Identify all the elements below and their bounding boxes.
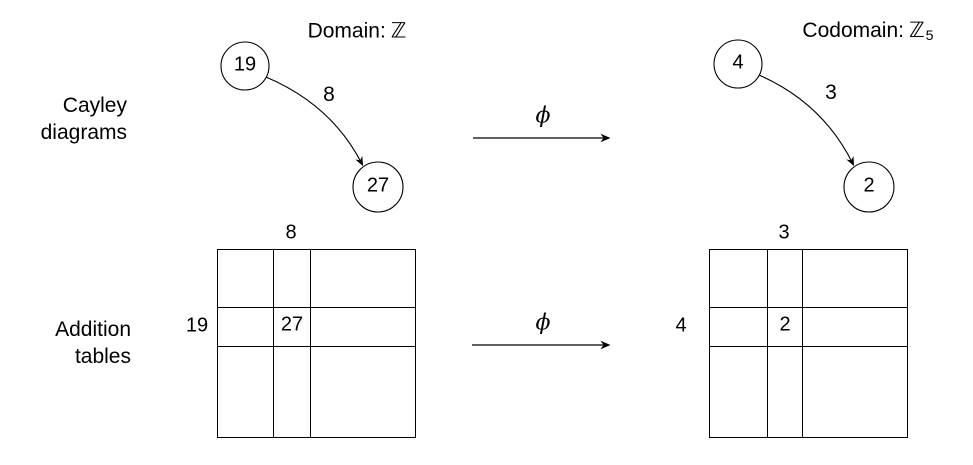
codomain-node-circle-4: [713, 39, 763, 89]
codomain-edge-label: 3: [825, 81, 837, 104]
domain-title-text: Domain:: [307, 19, 386, 43]
codomain-addition-table: [709, 249, 908, 438]
addition-tables-row-label: Addition tables: [55, 316, 131, 370]
codomain-node-label-4: 4: [732, 51, 744, 74]
domain-set-symbol: ℤ: [390, 18, 407, 43]
codomain-node-circle-2: [843, 161, 895, 213]
codomain-title-text: Codomain:: [802, 18, 904, 42]
codomain-table-vline-2: [802, 250, 804, 437]
domain-table-vline-2: [310, 250, 312, 437]
domain-table-hline-1: [218, 307, 415, 309]
domain-node-label-19: 19: [233, 53, 257, 76]
domain-table-row-header: 19: [185, 314, 209, 337]
codomain-table-row-header: 4: [675, 314, 687, 337]
domain-table-hline-2: [218, 346, 415, 348]
domain-node-circle-27: [352, 161, 404, 213]
codomain-edge-arrow: [758, 74, 855, 167]
addition-tables-row-label-line2: tables: [74, 345, 131, 368]
phi-label-cayley: ϕ: [535, 103, 551, 129]
domain-edge-arrow: [265, 76, 364, 167]
domain-table-cell-value: 27: [280, 313, 304, 336]
domain-table-column-header: 8: [285, 221, 297, 244]
codomain-node-label-2: 2: [863, 174, 875, 197]
addition-tables-row-label-line1: Addition: [55, 318, 131, 341]
cayley-diagrams-row-label: Cayley diagrams: [41, 92, 127, 146]
domain-table-vline-1: [273, 250, 275, 437]
codomain-title: Codomain:ℤ5: [802, 18, 933, 44]
cayley-diagrams-row-label-line2: diagrams: [40, 121, 127, 144]
domain-title: Domain:ℤ: [308, 19, 407, 44]
domain-edge-label: 8: [323, 83, 335, 106]
domain-node-circle-19: [220, 41, 270, 91]
codomain-table-hline-2: [710, 346, 907, 348]
codomain-set-symbol: ℤ: [908, 17, 925, 42]
codomain-table-hline-1: [710, 307, 907, 309]
codomain-set-subscript: 5: [925, 28, 934, 45]
domain-addition-table: [217, 249, 416, 438]
codomain-table-vline-1: [767, 250, 769, 437]
codomain-table-cell-value: 2: [779, 313, 791, 336]
domain-node-label-27: 27: [366, 174, 390, 197]
cayley-diagrams-row-label-line1: Cayley: [62, 94, 127, 117]
codomain-table-column-header: 3: [778, 221, 790, 244]
phi-label-tables: ϕ: [535, 310, 551, 336]
